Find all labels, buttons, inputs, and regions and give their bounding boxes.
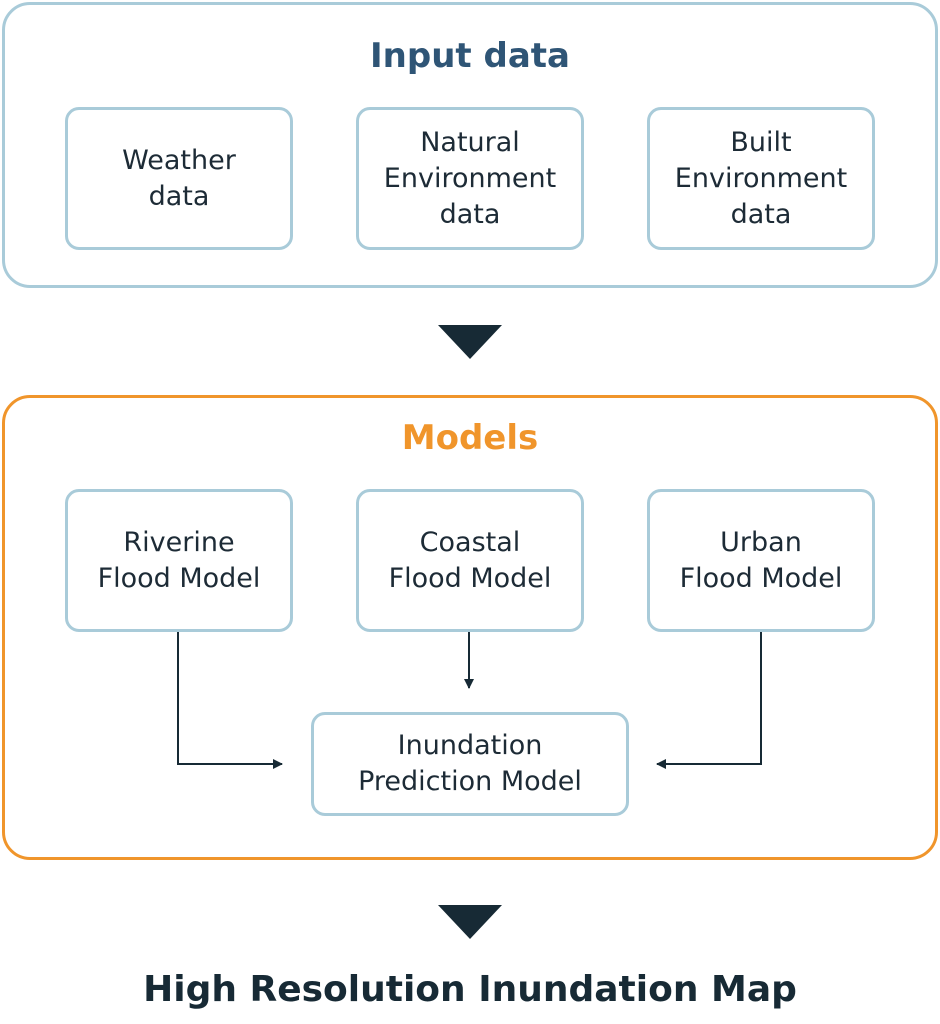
urban-flood-model-box: Urban Flood Model: [647, 489, 875, 632]
riverine-flood-model-label: Riverine Flood Model: [97, 526, 261, 594]
coastal-flood-model-label: Coastal Flood Model: [388, 526, 552, 594]
inundation-prediction-model-label: Inundation Prediction Model: [358, 730, 582, 797]
built-environment-data-box: Built Environment data: [647, 107, 875, 250]
built-environment-data-label: Built Environment data: [674, 126, 848, 230]
inundation-prediction-model-box: Inundation Prediction Model: [311, 712, 629, 816]
natural-environment-data-box: Natural Environment data: [356, 107, 584, 250]
down-arrow-icon: [438, 905, 502, 939]
weather-data-box: Weather data: [65, 107, 293, 250]
down-arrow-icon: [438, 325, 502, 359]
coastal-flood-model-box: Coastal Flood Model: [356, 489, 584, 632]
weather-data-label: Weather data: [122, 144, 236, 212]
models-title: Models: [401, 418, 539, 458]
riverine-flood-model-box: Riverine Flood Model: [65, 489, 293, 632]
input-data-title: Input data: [370, 36, 570, 76]
natural-environment-data-label: Natural Environment data: [383, 126, 557, 230]
urban-flood-model-label: Urban Flood Model: [679, 526, 843, 594]
output-title: High Resolution Inundation Map: [143, 969, 797, 1010]
